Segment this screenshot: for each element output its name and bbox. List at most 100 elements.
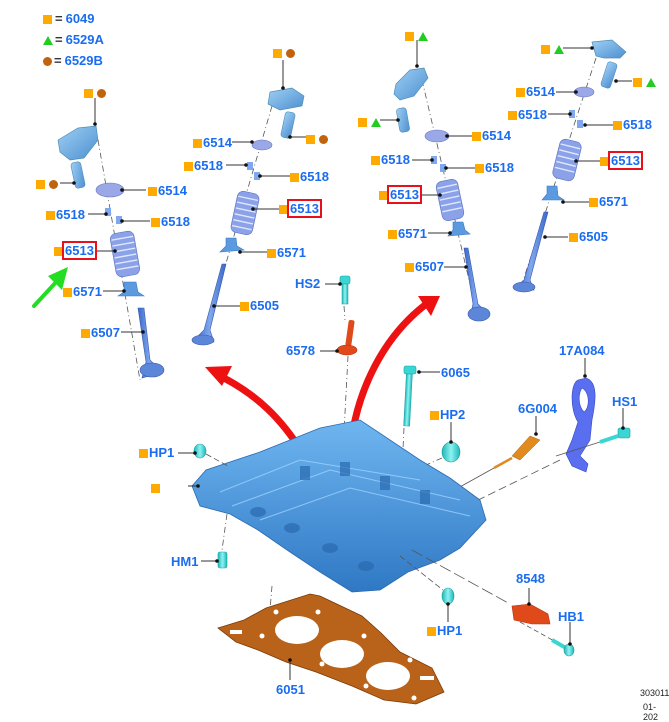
lash-adjuster-2 xyxy=(280,111,296,139)
square-marker-icon xyxy=(405,263,414,272)
valve-seal-2 xyxy=(219,237,245,253)
part-label-6g004[interactable]: 6G004 xyxy=(518,401,558,416)
exhaust-valve-2 xyxy=(193,263,227,343)
keeper-1b xyxy=(116,216,122,224)
part-label-8548[interactable]: 8548 xyxy=(516,571,545,586)
part-label-6571[interactable]: 6571 xyxy=(63,285,102,299)
part-label-6513-highlighted[interactable]: 6513 xyxy=(279,199,322,218)
part-label-6518[interactable]: 6518 xyxy=(184,159,223,173)
lash-marker-3 xyxy=(358,115,381,129)
part-label-6518[interactable]: 6518 xyxy=(613,118,652,132)
part-label-17a084[interactable]: 17A084 xyxy=(559,343,605,358)
figure-date: 01-202 xyxy=(643,702,659,722)
part-label-6518[interactable]: 6518 xyxy=(475,161,514,175)
red-arrow-left xyxy=(205,366,305,454)
part-label-hs1[interactable]: HS1 xyxy=(612,394,638,409)
valve-spring-3 xyxy=(435,178,465,222)
part-label-hs2[interactable]: HS2 xyxy=(295,276,321,291)
legend-part-number: 6529A xyxy=(65,32,104,47)
square-marker-icon xyxy=(600,157,609,166)
part-label-6065[interactable]: 6065 xyxy=(441,365,470,380)
square-marker-icon xyxy=(273,49,282,58)
valve-spring-1 xyxy=(110,230,140,278)
part-label-6518[interactable]: 6518 xyxy=(151,215,190,229)
part-label-6505[interactable]: 6505 xyxy=(240,299,279,313)
square-marker-icon xyxy=(516,88,525,97)
square-marker-icon xyxy=(43,15,52,24)
hs2-bolt xyxy=(325,275,351,321)
cylinder-head-marker[interactable] xyxy=(151,481,161,495)
part-label-6571[interactable]: 6571 xyxy=(267,246,306,260)
circle-marker-icon xyxy=(97,89,106,98)
rocker-marker-3 xyxy=(405,29,428,43)
part-label-6513-highlighted[interactable]: 6513 xyxy=(54,241,97,260)
square-marker-icon xyxy=(306,135,315,144)
legend-item-6049: =6049 xyxy=(43,12,95,26)
circle-marker-icon xyxy=(319,135,328,144)
part-6g004 xyxy=(457,416,541,489)
part-label-6513-highlighted[interactable]: 6513 xyxy=(600,151,643,170)
part-label-6518[interactable]: 6518 xyxy=(290,170,329,184)
part-label-hp1[interactable]: HP1 xyxy=(139,446,174,460)
part-label-6518[interactable]: 6518 xyxy=(371,153,410,167)
square-marker-icon xyxy=(633,78,642,87)
square-marker-icon xyxy=(63,288,72,297)
keeper-2b xyxy=(254,172,260,180)
part-label-6518[interactable]: 6518 xyxy=(508,108,547,122)
square-marker-icon xyxy=(240,302,249,311)
part-label-6513-highlighted[interactable]: 6513 xyxy=(379,185,422,204)
keeper-4a xyxy=(569,110,575,118)
square-marker-icon xyxy=(379,191,388,200)
hp1-plug-top xyxy=(178,443,229,467)
part-label-hp2[interactable]: HP2 xyxy=(430,408,465,422)
hb1-bolt xyxy=(551,622,575,657)
square-marker-icon xyxy=(151,218,160,227)
part-label-6518[interactable]: 6518 xyxy=(46,208,85,222)
part-label-hm1[interactable]: HM1 xyxy=(171,554,199,569)
part-label-6514[interactable]: 6514 xyxy=(193,136,232,150)
keeper-3a xyxy=(431,156,437,164)
keeper-2a xyxy=(247,162,253,170)
triangle-marker-icon xyxy=(418,32,428,41)
lash-adjuster-1 xyxy=(70,161,86,189)
part-label-6514[interactable]: 6514 xyxy=(516,85,555,99)
part-label-6514[interactable]: 6514 xyxy=(472,129,511,143)
square-marker-icon xyxy=(613,121,622,130)
triangle-marker-icon xyxy=(646,78,656,87)
rocker-arm-3 xyxy=(393,67,429,101)
square-marker-icon xyxy=(279,205,288,214)
leader-dots xyxy=(72,46,625,662)
square-marker-icon xyxy=(371,156,380,165)
part-label-6507[interactable]: 6507 xyxy=(81,326,120,340)
part-label-6571[interactable]: 6571 xyxy=(589,195,628,209)
part-label-hp1[interactable]: HP1 xyxy=(427,624,462,638)
valve-spring-2 xyxy=(230,190,260,236)
part-label-6507[interactable]: 6507 xyxy=(405,260,444,274)
exhaust-valve-4 xyxy=(513,211,549,291)
part-label-6051[interactable]: 6051 xyxy=(276,682,305,697)
lash-marker-4 xyxy=(633,75,656,89)
keeper-4b xyxy=(577,120,583,128)
square-marker-icon xyxy=(46,211,55,220)
rocker-arm-4 xyxy=(591,39,627,59)
circle-marker-icon xyxy=(49,180,58,189)
part-label-hb1[interactable]: HB1 xyxy=(558,609,585,624)
triangle-marker-icon xyxy=(554,45,564,54)
rocker-marker-2 xyxy=(273,46,295,60)
valve-seal-4 xyxy=(541,185,565,201)
part-label-6578[interactable]: 6578 xyxy=(286,343,315,358)
part-label-6514[interactable]: 6514 xyxy=(148,184,187,198)
square-marker-icon xyxy=(405,32,414,41)
lash-marker-1 xyxy=(36,177,58,191)
valve-assembly-2 xyxy=(191,60,306,346)
legend-part-number: 6049 xyxy=(65,11,95,26)
part-label-6571[interactable]: 6571 xyxy=(388,227,427,241)
legend-part-number: 6529B xyxy=(64,53,103,68)
square-marker-icon xyxy=(267,249,276,258)
valve-spring-4 xyxy=(552,138,582,182)
part-label-6505[interactable]: 6505 xyxy=(569,230,608,244)
figure-code: 303011 xyxy=(640,688,669,698)
triangle-marker-icon xyxy=(43,36,53,45)
